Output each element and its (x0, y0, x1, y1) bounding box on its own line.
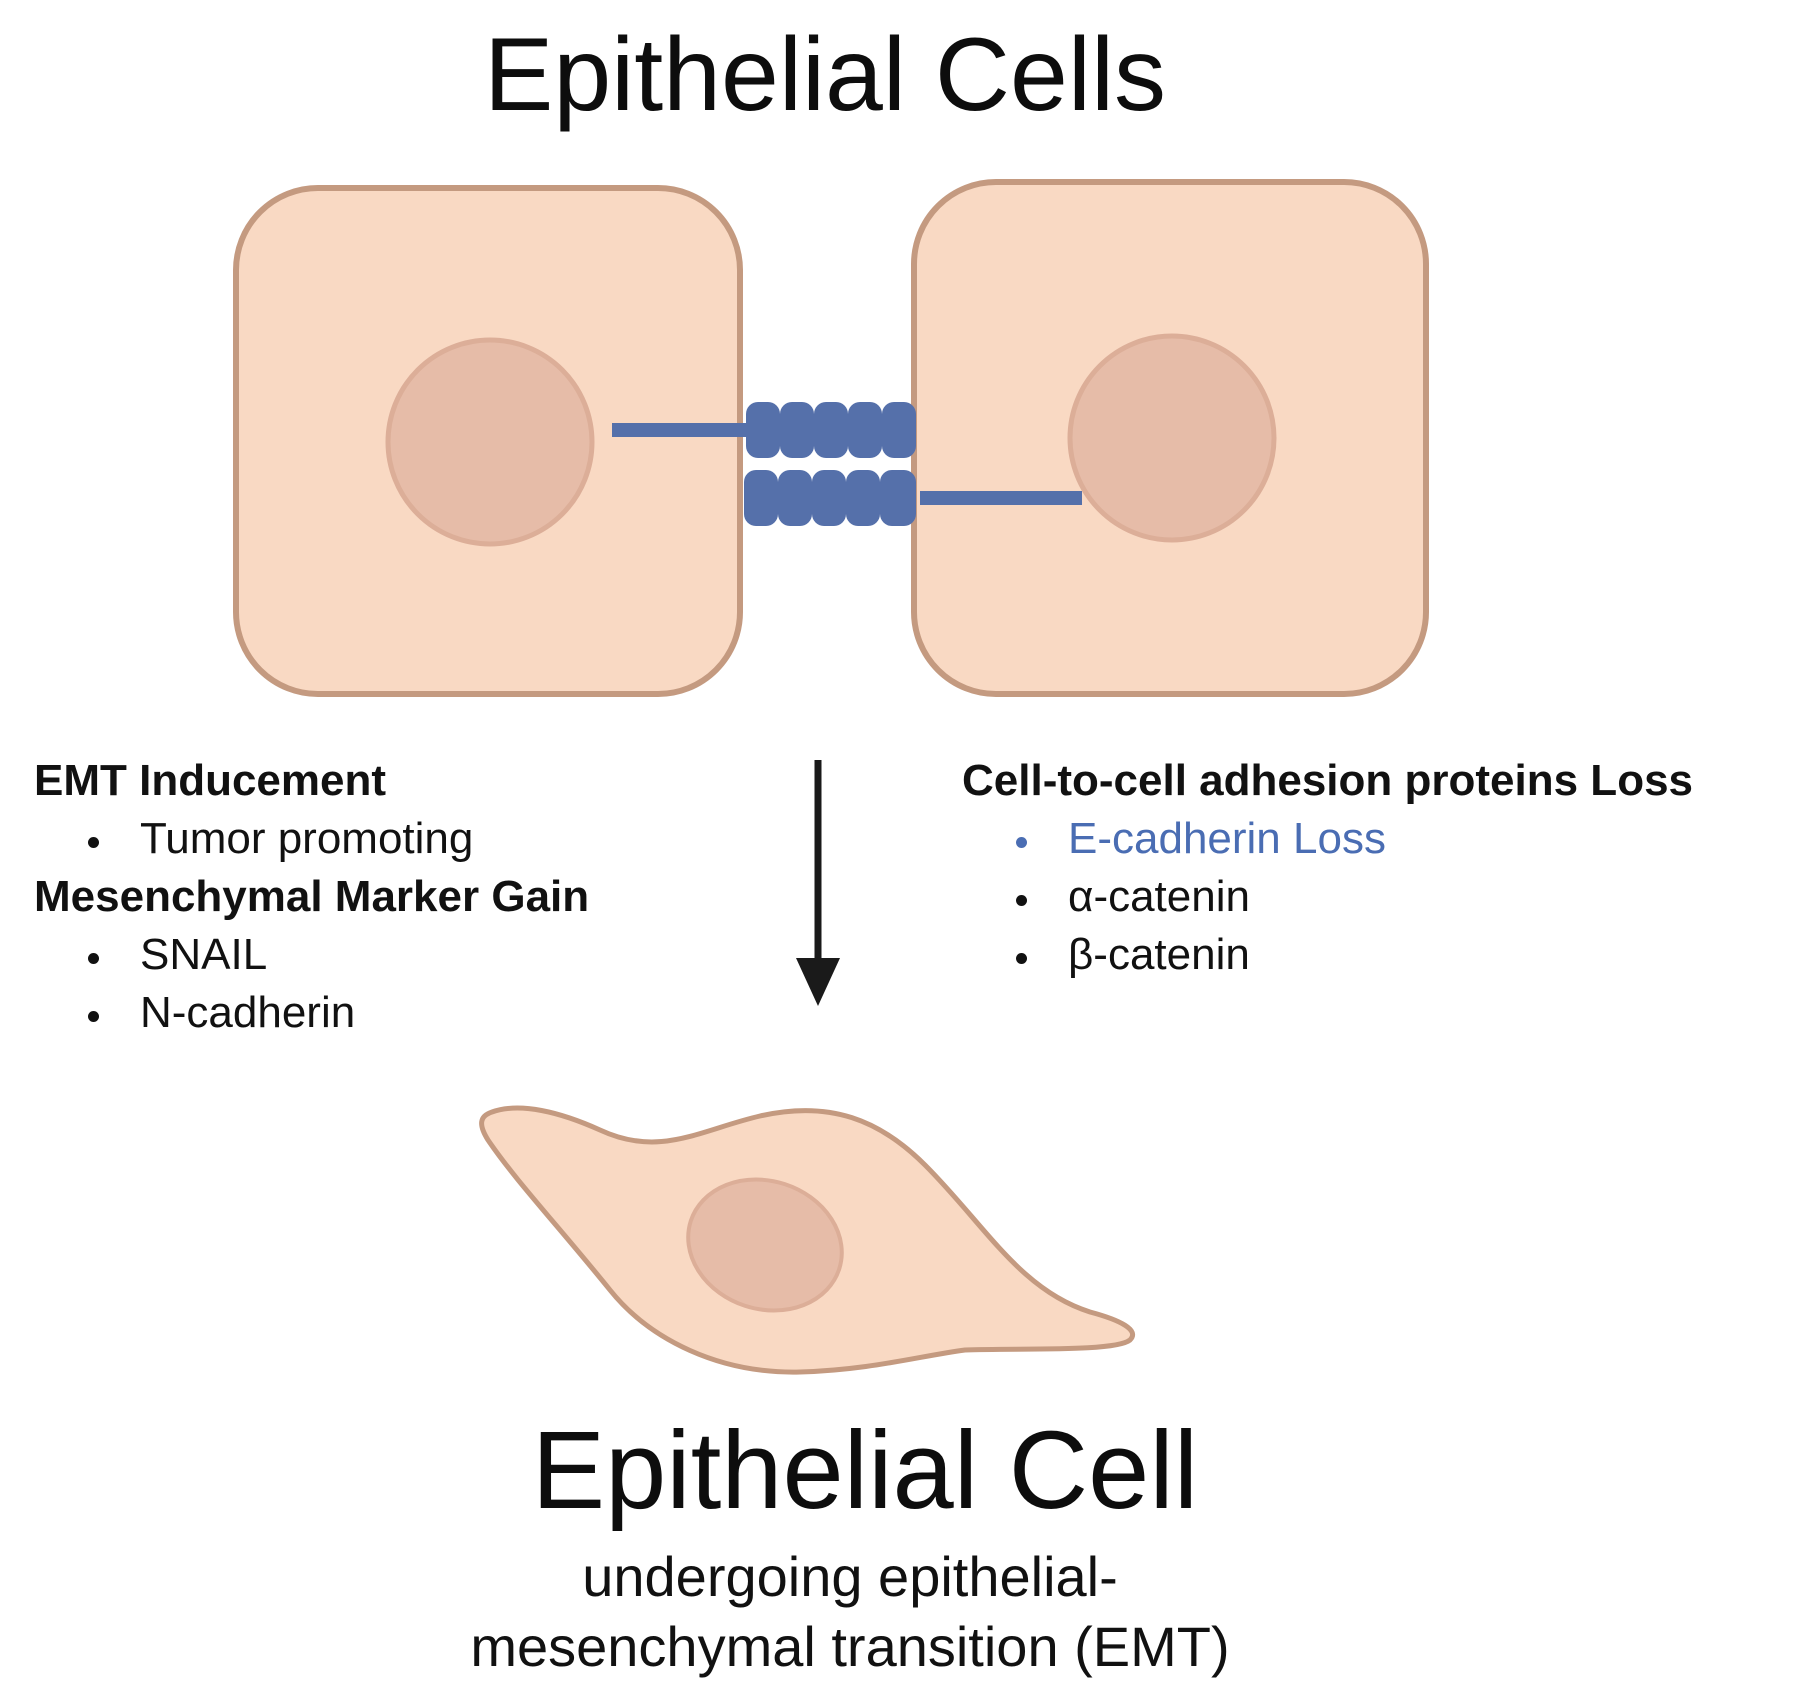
right-cell-nucleus (1067, 333, 1277, 543)
mesenchymal-marker-list: SNAIL N-cadherin (34, 926, 589, 1042)
right-epithelial-cell (911, 179, 1429, 697)
mesenchymal-cell-nucleus (686, 1177, 844, 1313)
mesenchymal-marker-heading: Mesenchymal Marker Gain (34, 872, 590, 921)
list-item: Tumor promoting (34, 810, 589, 868)
adhesion-loss-list: E-cadherin Loss α-catenin β-catenin (962, 810, 1693, 984)
list-item: β-catenin (962, 926, 1693, 984)
upper-cadherin-chain (746, 402, 916, 458)
subtitle-line-1: undergoing epithelial- (582, 1545, 1118, 1608)
adhesion-loss-heading: Cell-to-cell adhesion proteins Loss (962, 756, 1694, 805)
subtitle-line-2: mesenchymal transition (EMT) (470, 1615, 1230, 1678)
left-epithelial-cell (233, 185, 743, 697)
adhesion-loss-panel: Cell-to-cell adhesion proteins Loss E-ca… (962, 752, 1693, 984)
list-item: N-cadherin (34, 984, 589, 1042)
mesenchymal-cell (479, 1105, 1135, 1375)
bottom-title: Epithelial Cell (531, 1409, 1199, 1532)
emt-inducement-list: Tumor promoting (34, 810, 589, 868)
left-cell-nucleus (385, 337, 595, 547)
transition-arrow (796, 760, 840, 1006)
list-item-highlighted: E-cadherin Loss (962, 810, 1693, 868)
emt-inducement-heading: EMT Inducement (34, 756, 387, 805)
emt-factors-panel: EMT Inducement Tumor promoting Mesenchym… (34, 752, 589, 1042)
top-title: Epithelial Cells (483, 17, 1167, 133)
adhesion-junction (612, 402, 1082, 526)
lower-cadherin-chain (744, 470, 916, 526)
list-item: SNAIL (34, 926, 589, 984)
arrow-head (796, 958, 840, 1006)
list-item: α-catenin (962, 868, 1693, 926)
